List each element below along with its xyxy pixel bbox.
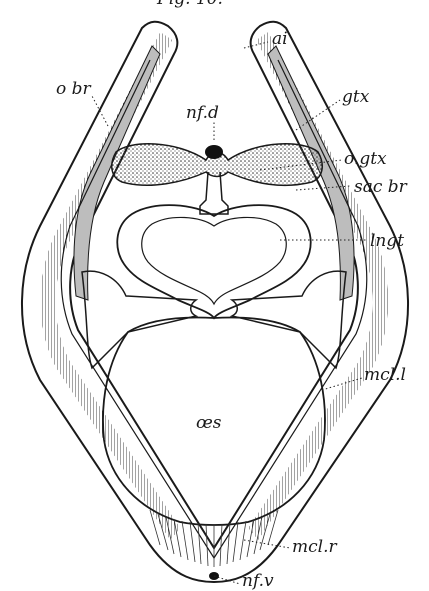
label-lngt: lngt xyxy=(370,231,404,251)
lantern-inner xyxy=(142,217,287,304)
dorsal-structure xyxy=(112,144,323,185)
leader-lines xyxy=(92,42,368,584)
label-nf-d: nf.d xyxy=(186,103,219,123)
label-ai: ai xyxy=(272,29,288,49)
mesentery-stalk xyxy=(200,172,228,214)
figure-header-fragment: Fig. 10. xyxy=(156,0,223,9)
right-pillar xyxy=(232,271,346,368)
label-mcl-l: mcl.l xyxy=(364,365,406,385)
left-pillar xyxy=(82,271,196,368)
label-nf-v: nf.v xyxy=(242,571,274,591)
label-oes: œs xyxy=(196,413,222,433)
lantern-outer xyxy=(117,205,310,318)
label-sac-br: sac br xyxy=(354,177,408,197)
label-mcl-r: mcl.r xyxy=(292,537,337,557)
label-gtx: gtx xyxy=(342,87,370,107)
label-o-gtx: o.gtx xyxy=(344,149,387,169)
label-o-br: o br xyxy=(56,79,92,99)
